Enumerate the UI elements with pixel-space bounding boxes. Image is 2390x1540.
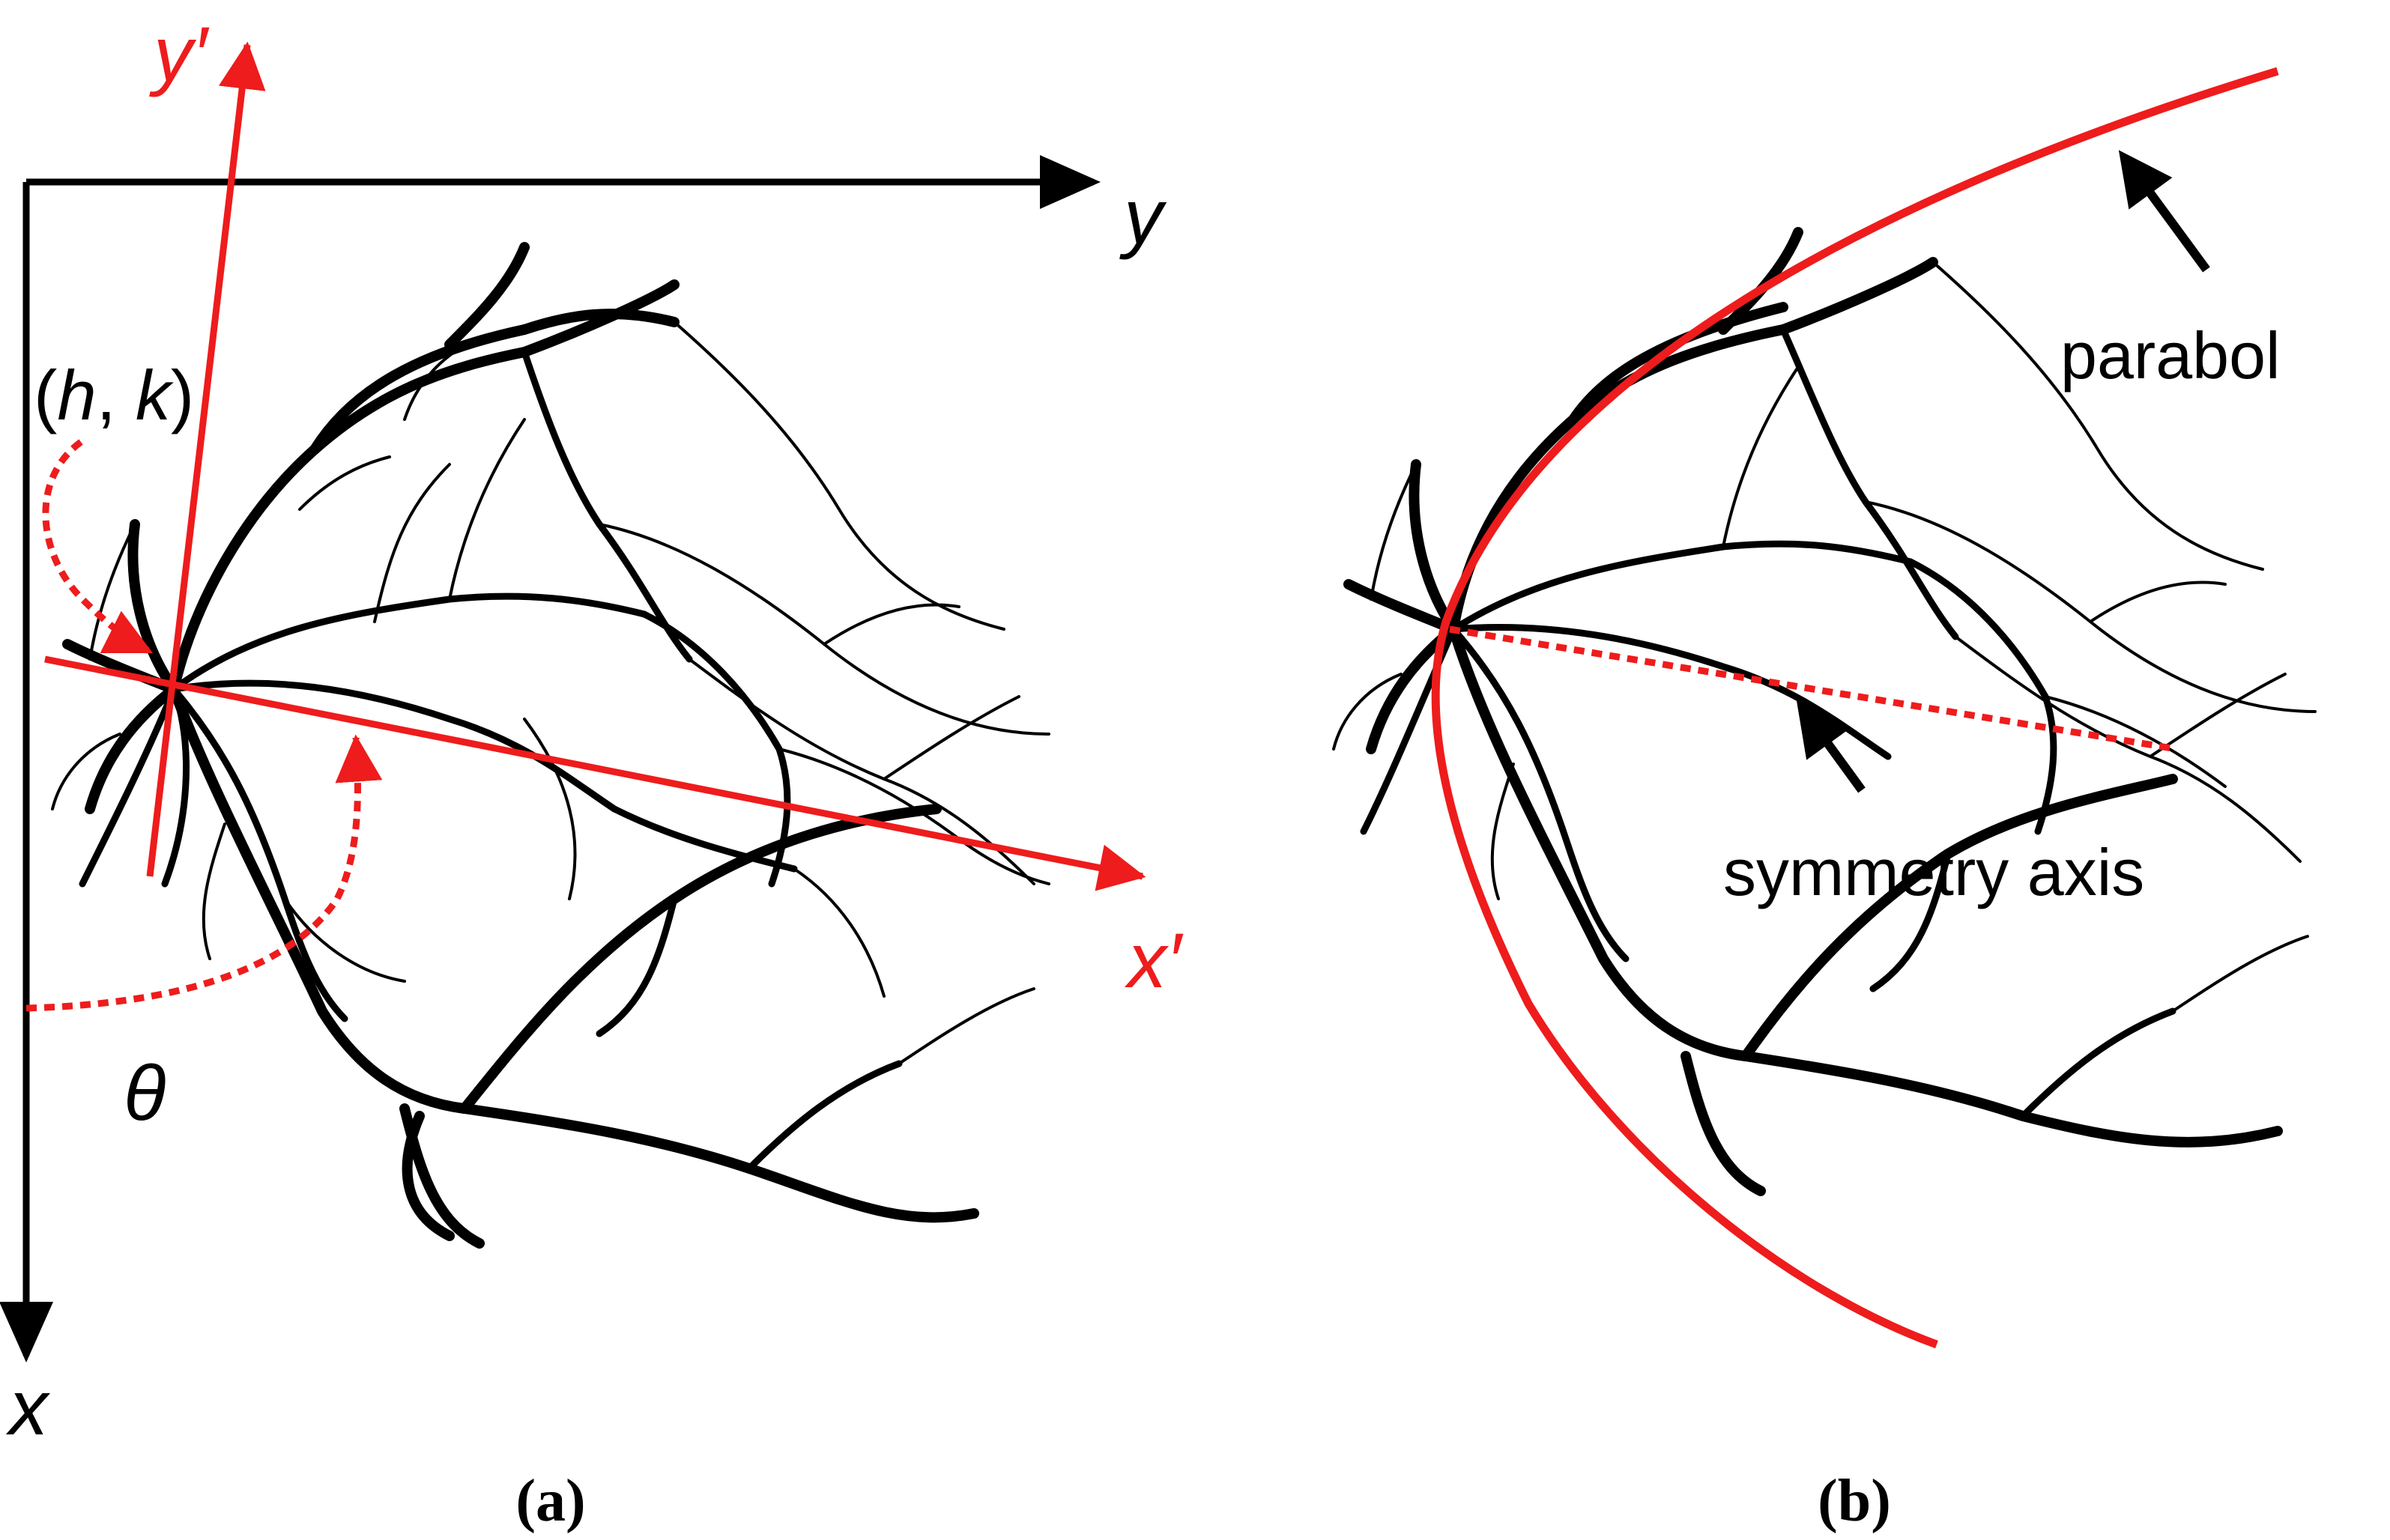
panel-a: y x y′ x′ (h, k) θ (a): [0, 11, 1184, 1534]
symmetry-axis-label: symmetry axis: [1723, 835, 2144, 909]
axis-y-prime-line: [146, 41, 266, 877]
axis-x-prime-label: x′: [1124, 918, 1184, 1004]
symmetry-axis-line: [1449, 625, 2177, 753]
symmetry-axis-pointer-arrow: [1796, 700, 1866, 793]
caption-a: (a): [515, 1468, 585, 1534]
axis-x-label: x: [5, 1365, 51, 1452]
parabola-curve: [1431, 67, 2279, 1349]
origin-pointer-arc: [42, 439, 154, 655]
angle-theta-arc: [25, 734, 383, 1012]
axis-y-label: y: [1119, 174, 1167, 261]
vessel-tree-a: [51, 242, 1050, 1249]
axis-x-prime-line: [44, 655, 1146, 891]
angle-theta-label: θ: [124, 1050, 166, 1137]
panel-b: parabol symmetry axis (b): [1332, 67, 2317, 1534]
origin-label: (h, k): [34, 356, 194, 434]
parabola-label: parabol: [2060, 318, 2281, 392]
parabola-pointer-arrow: [2118, 150, 2210, 273]
axis-y-prime-label: y′: [149, 11, 210, 98]
caption-b: (b): [1818, 1468, 1891, 1534]
